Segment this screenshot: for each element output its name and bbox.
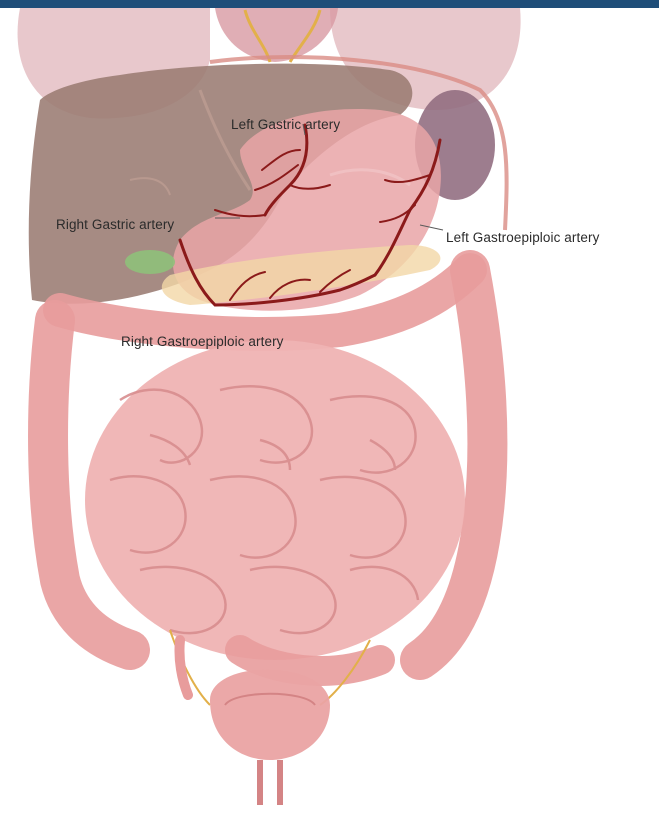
gallbladder — [125, 250, 175, 274]
small-intestine — [85, 340, 465, 660]
appendix — [179, 640, 188, 695]
label-right-gastric-artery: Right Gastric artery — [56, 217, 174, 232]
bladder — [210, 670, 330, 805]
title-bar — [0, 0, 659, 8]
label-left-gastroepiploic-artery: Left Gastroepiploic artery — [446, 230, 599, 245]
label-right-gastroepiploic-artery: Right Gastroepiploic artery — [121, 334, 284, 349]
heart — [215, 8, 338, 62]
label-left-gastric-artery: Left Gastric artery — [231, 117, 340, 132]
anatomy-diagram: Left Gastric artery Right Gastric artery… — [0, 8, 659, 811]
